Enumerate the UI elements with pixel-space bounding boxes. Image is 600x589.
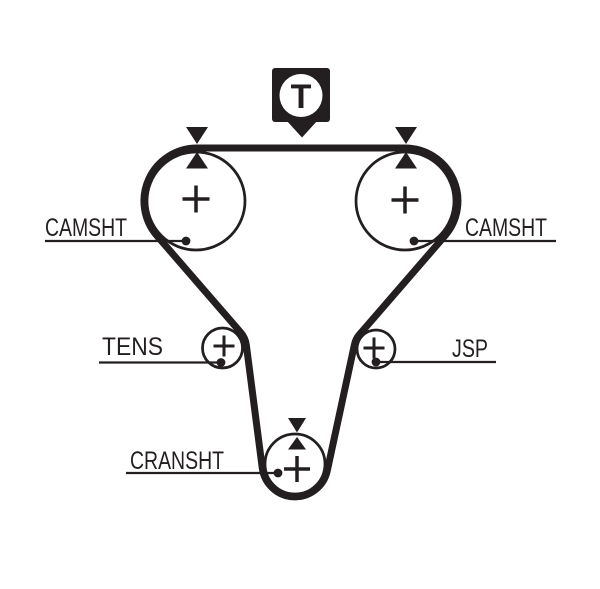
- idler-jsp-cross-icon: [363, 337, 385, 359]
- camshaft-left-leader: [45, 236, 191, 246]
- camshaft-right-cross-icon: [391, 186, 419, 214]
- camshaft-right-label: CAMSHT: [465, 214, 547, 242]
- camshaft-left-pulley: [145, 150, 247, 252]
- camshaft-right-pulley: [354, 150, 456, 252]
- tensioner-leader: [99, 358, 226, 367]
- timing-tag-pointer-icon: [286, 120, 318, 138]
- timing-tag-circle: [279, 74, 323, 117]
- crankshaft-leader: [126, 468, 283, 478]
- idler-jsp-leader: [371, 357, 496, 367]
- camshaft-left-cross-icon: [182, 185, 210, 213]
- crankshaft-pulley: [263, 432, 327, 496]
- idler-jsp-label: JSP: [452, 335, 488, 363]
- camshaft-right-timing-mark-icon: [395, 127, 417, 169]
- timing-belt-path: [140, 144, 462, 501]
- timing-tag-letter: T: [291, 78, 312, 116]
- camshaft-right-leader: [409, 236, 556, 246]
- crankshaft-label: CRANSHT: [130, 447, 224, 475]
- timing-tag: T: [272, 68, 330, 138]
- camshaft-left-timing-mark-icon: [186, 127, 208, 169]
- tensioner-pulley: [201, 326, 244, 370]
- crankshaft-timing-mark-icon: [288, 418, 306, 450]
- camshaft-left-label: CAMSHT: [45, 214, 127, 242]
- idler-jsp-pulley: [355, 328, 397, 370]
- crankshaft-cross-icon: [284, 456, 310, 482]
- tensioner-cross-icon: [213, 335, 235, 357]
- tensioner-label: TENS: [102, 333, 163, 361]
